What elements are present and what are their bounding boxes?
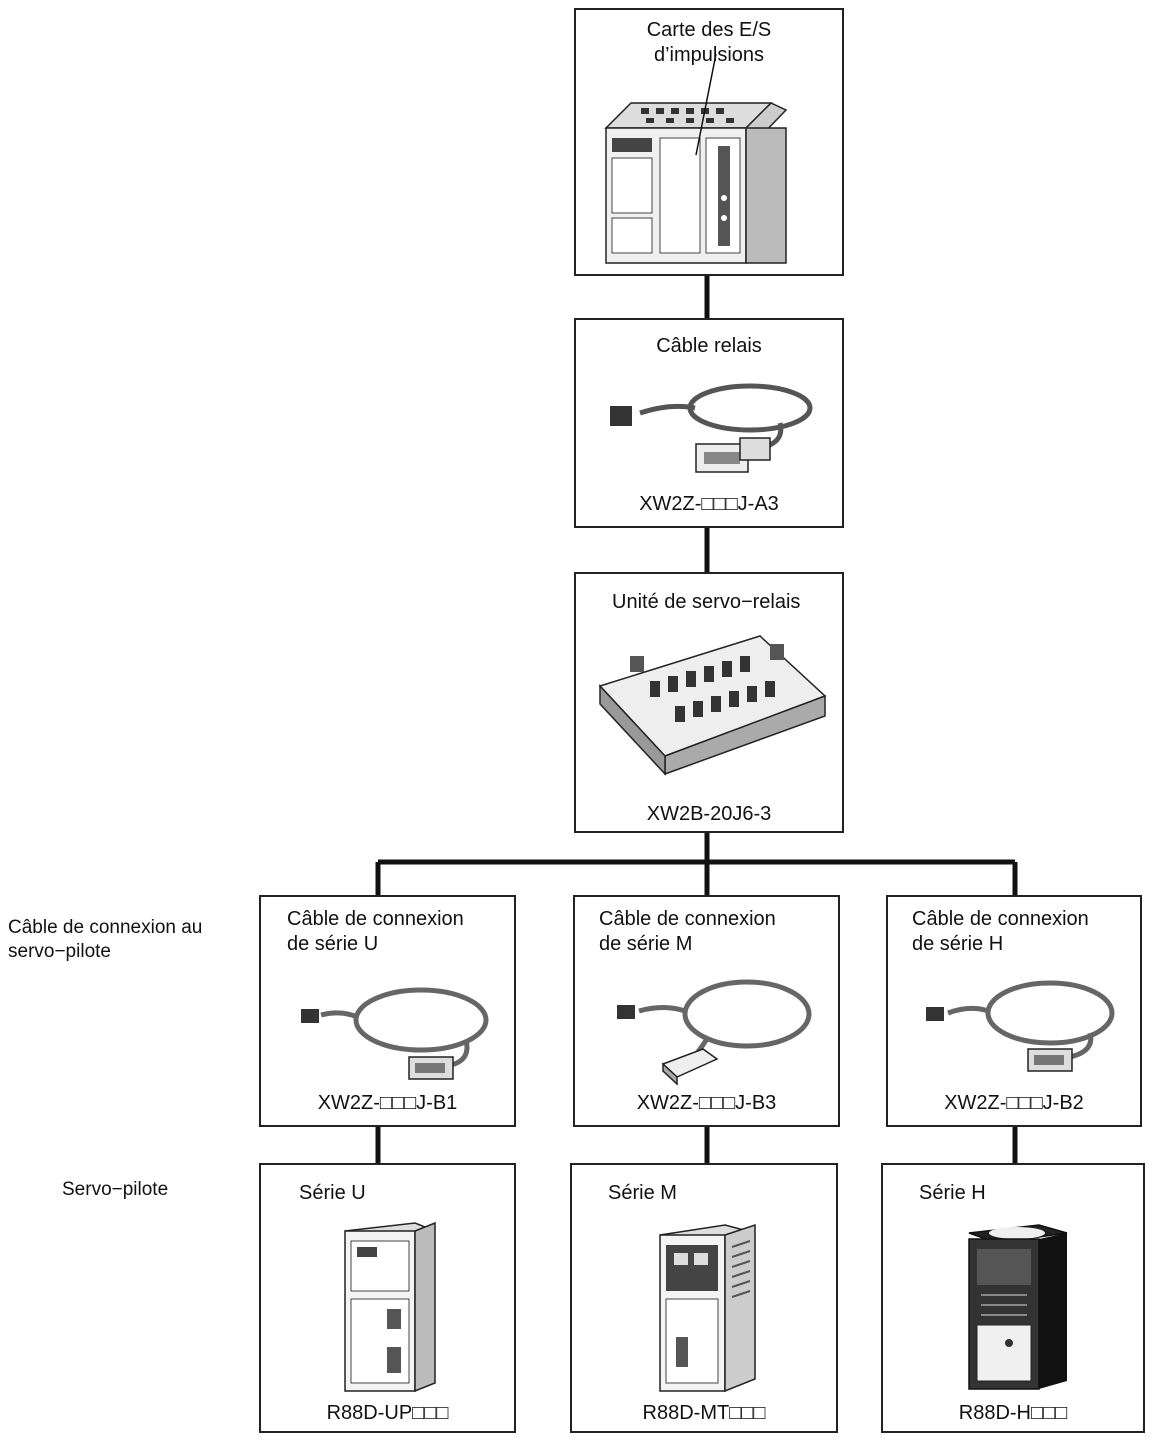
cable-m-icon <box>617 979 812 1086</box>
cable-h-box: Câble de connexion de série H XW2Z-□□□J-… <box>886 895 1142 1127</box>
relay-cable-icon <box>610 383 813 473</box>
servo-driver-row-label: Servo−pilote <box>62 1179 169 1200</box>
cable-h-icon <box>926 980 1115 1072</box>
terminal-block-icon <box>598 635 827 776</box>
servo-m-box: Série M R88D-MT□□□ <box>570 1163 838 1433</box>
servo-relay-unit-box: Unité de servo−relais XW2B-20J6-3 <box>574 572 844 833</box>
servo-driver-h-icon <box>968 1224 1068 1390</box>
servo-m-label: Série M <box>608 1182 677 1204</box>
servo-u-label: Série U <box>299 1182 366 1204</box>
servo-relay-unit-model: XW2B-20J6-3 <box>646 803 772 825</box>
cable-u-box: Câble de connexion de série U XW2Z-□□□J-… <box>259 895 516 1127</box>
cable-h-model: XW2Z-□□□J-B2 <box>944 1092 1084 1114</box>
servo-driver-m-icon <box>659 1223 756 1393</box>
servo-u-model: R88D-UP□□□ <box>326 1402 449 1424</box>
relay-cable-model: XW2Z-□□□J-A3 <box>639 493 779 515</box>
cable-m-box: Câble de connexion de série M XW2Z-□□□J-… <box>573 895 840 1127</box>
pulse-io-board-box: Carte des E/S d’impulsions <box>574 8 844 276</box>
servo-relay-unit-label: Unité de servo−relais <box>612 591 801 613</box>
leader-line <box>695 53 717 156</box>
servo-driver-u-icon <box>344 1221 436 1393</box>
servo-h-model: R88D-H□□□ <box>958 1402 1068 1424</box>
cable-u-model: XW2Z-□□□J-B1 <box>317 1092 458 1114</box>
pulse-io-board-icon <box>604 102 788 264</box>
relay-cable-box: Câble relais XW2Z-□□□J-A3 <box>574 318 844 528</box>
cable-m-model: XW2Z-□□□J-B3 <box>636 1092 777 1114</box>
cable-u-label: Câble de connexion de série U <box>287 908 464 955</box>
cable-m-label: Câble de connexion de série M <box>599 908 776 955</box>
servo-h-box: Série H R88D-H□□□ <box>881 1163 1145 1433</box>
relay-cable-label: Câble relais <box>656 335 762 357</box>
servo-m-model: R88D-MT□□□ <box>642 1402 766 1424</box>
pulse-io-board-label: Carte des E/S d’impulsions <box>646 19 772 66</box>
servo-u-box: Série U R88D-UP□□□ <box>259 1163 516 1433</box>
connection-cable-row-label: Câble de connexion au servo−pilote <box>8 917 203 962</box>
servo-h-label: Série H <box>919 1182 986 1204</box>
cable-h-label: Câble de connexion de série H <box>912 908 1089 955</box>
cable-u-icon <box>301 987 489 1080</box>
